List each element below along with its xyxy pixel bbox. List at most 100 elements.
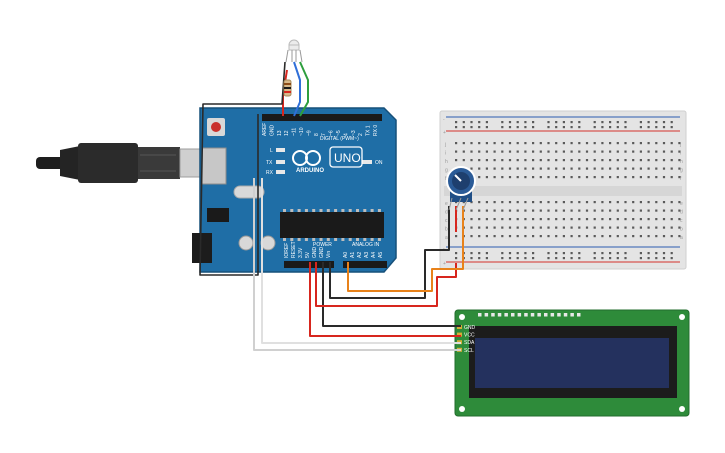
bb-hole <box>532 226 535 229</box>
bb-hole <box>501 126 504 129</box>
bb-hole <box>478 235 481 238</box>
bb-hole <box>570 252 573 255</box>
bb-hole <box>639 150 642 153</box>
row-letter: d <box>680 210 683 216</box>
chip-pin <box>326 238 330 241</box>
bb-hole <box>547 218 550 221</box>
bb-hole <box>516 257 519 260</box>
pin-label: GND <box>319 247 325 259</box>
resistor[interactable] <box>283 79 292 97</box>
bb-hole <box>609 142 612 145</box>
lcd-header-pin <box>478 313 482 317</box>
bb-hole <box>655 201 658 204</box>
bb-hole <box>478 257 481 260</box>
bb-hole <box>462 121 465 124</box>
pin-label: A1 <box>350 252 356 258</box>
bb-hole <box>570 142 573 145</box>
bb-hole <box>655 252 658 255</box>
lcd-header-pin <box>563 313 568 317</box>
bb-hole <box>578 235 581 238</box>
bb-hole <box>547 176 550 179</box>
bb-hole <box>616 257 619 260</box>
chip-pin <box>290 238 294 241</box>
lcd-pin-pad[interactable] <box>457 332 462 337</box>
bb-hole <box>516 209 519 212</box>
led-l-label: L <box>270 148 273 154</box>
bb-hole <box>616 176 619 179</box>
rail-minus-label-top: - <box>443 117 445 123</box>
bb-hole <box>609 126 612 129</box>
bb-hole <box>562 167 565 170</box>
bb-hole <box>585 167 589 170</box>
bb-hole <box>585 176 589 179</box>
lcd-header-pin <box>530 313 535 317</box>
wire-green-led <box>299 61 309 117</box>
bb-hole <box>532 257 535 260</box>
bb-hole <box>647 252 650 255</box>
bb-hole <box>670 167 673 170</box>
bb-hole <box>501 218 504 221</box>
bb-hole <box>485 150 488 153</box>
bb-hole <box>547 257 550 260</box>
bb-hole <box>555 209 558 212</box>
bb-hole <box>516 226 519 229</box>
bb-hole <box>501 142 504 145</box>
bb-hole <box>670 218 673 221</box>
bb-hole <box>516 218 519 221</box>
bb-hole <box>485 126 488 129</box>
bb-hole <box>562 126 565 129</box>
bb-hole <box>539 176 542 179</box>
rgb-led[interactable] <box>285 39 303 63</box>
bb-hole <box>524 235 527 238</box>
bb-hole <box>547 209 550 212</box>
bb-hole <box>593 226 596 229</box>
bb-hole <box>532 201 535 204</box>
bb-hole <box>639 226 642 229</box>
lcd-header-pin <box>550 313 555 317</box>
bb-hole <box>485 235 488 238</box>
led-rx <box>276 170 285 174</box>
arduino-board[interactable]: L TX RX ON ARDUINO UNO DIGITAL (PWM~) AR… <box>192 107 397 273</box>
digital-header[interactable] <box>262 114 382 121</box>
bb-hole <box>501 121 504 124</box>
bb-hole <box>670 126 673 129</box>
bb-hole <box>655 209 658 212</box>
bb-hole <box>593 121 596 124</box>
bb-hole <box>516 121 519 124</box>
analog-header[interactable] <box>343 261 387 268</box>
bb-hole <box>639 142 642 145</box>
bb-hole <box>547 142 550 145</box>
bb-hole <box>516 252 519 255</box>
bb-hole <box>478 201 481 204</box>
potentiometer[interactable] <box>446 166 476 211</box>
bb-hole <box>632 167 635 170</box>
bb-hole <box>624 226 627 229</box>
bb-hole <box>601 218 604 221</box>
bb-hole <box>516 142 519 145</box>
led-tx-label: TX <box>266 160 273 166</box>
bb-hole <box>555 201 558 204</box>
row-letter: e <box>680 201 683 207</box>
bb-hole <box>616 235 619 238</box>
bb-hole <box>570 159 573 162</box>
chip-pin <box>356 209 359 212</box>
bb-hole <box>485 257 488 260</box>
bb-hole <box>578 150 581 153</box>
bb-hole <box>647 235 650 238</box>
led-rx-label: RX <box>266 170 274 176</box>
bb-hole <box>624 167 627 170</box>
bb-hole <box>516 126 519 129</box>
bb-hole <box>485 121 488 124</box>
bb-hole <box>655 121 658 124</box>
wire-white-scl <box>253 178 461 351</box>
bb-hole <box>532 167 535 170</box>
row-letter: c <box>680 218 683 224</box>
pin-label: GND <box>269 125 275 137</box>
bb-hole <box>508 252 512 255</box>
bb-hole <box>670 201 673 204</box>
bb-hole <box>616 201 619 204</box>
chip-pin <box>377 238 381 241</box>
bb-hole <box>562 176 565 179</box>
